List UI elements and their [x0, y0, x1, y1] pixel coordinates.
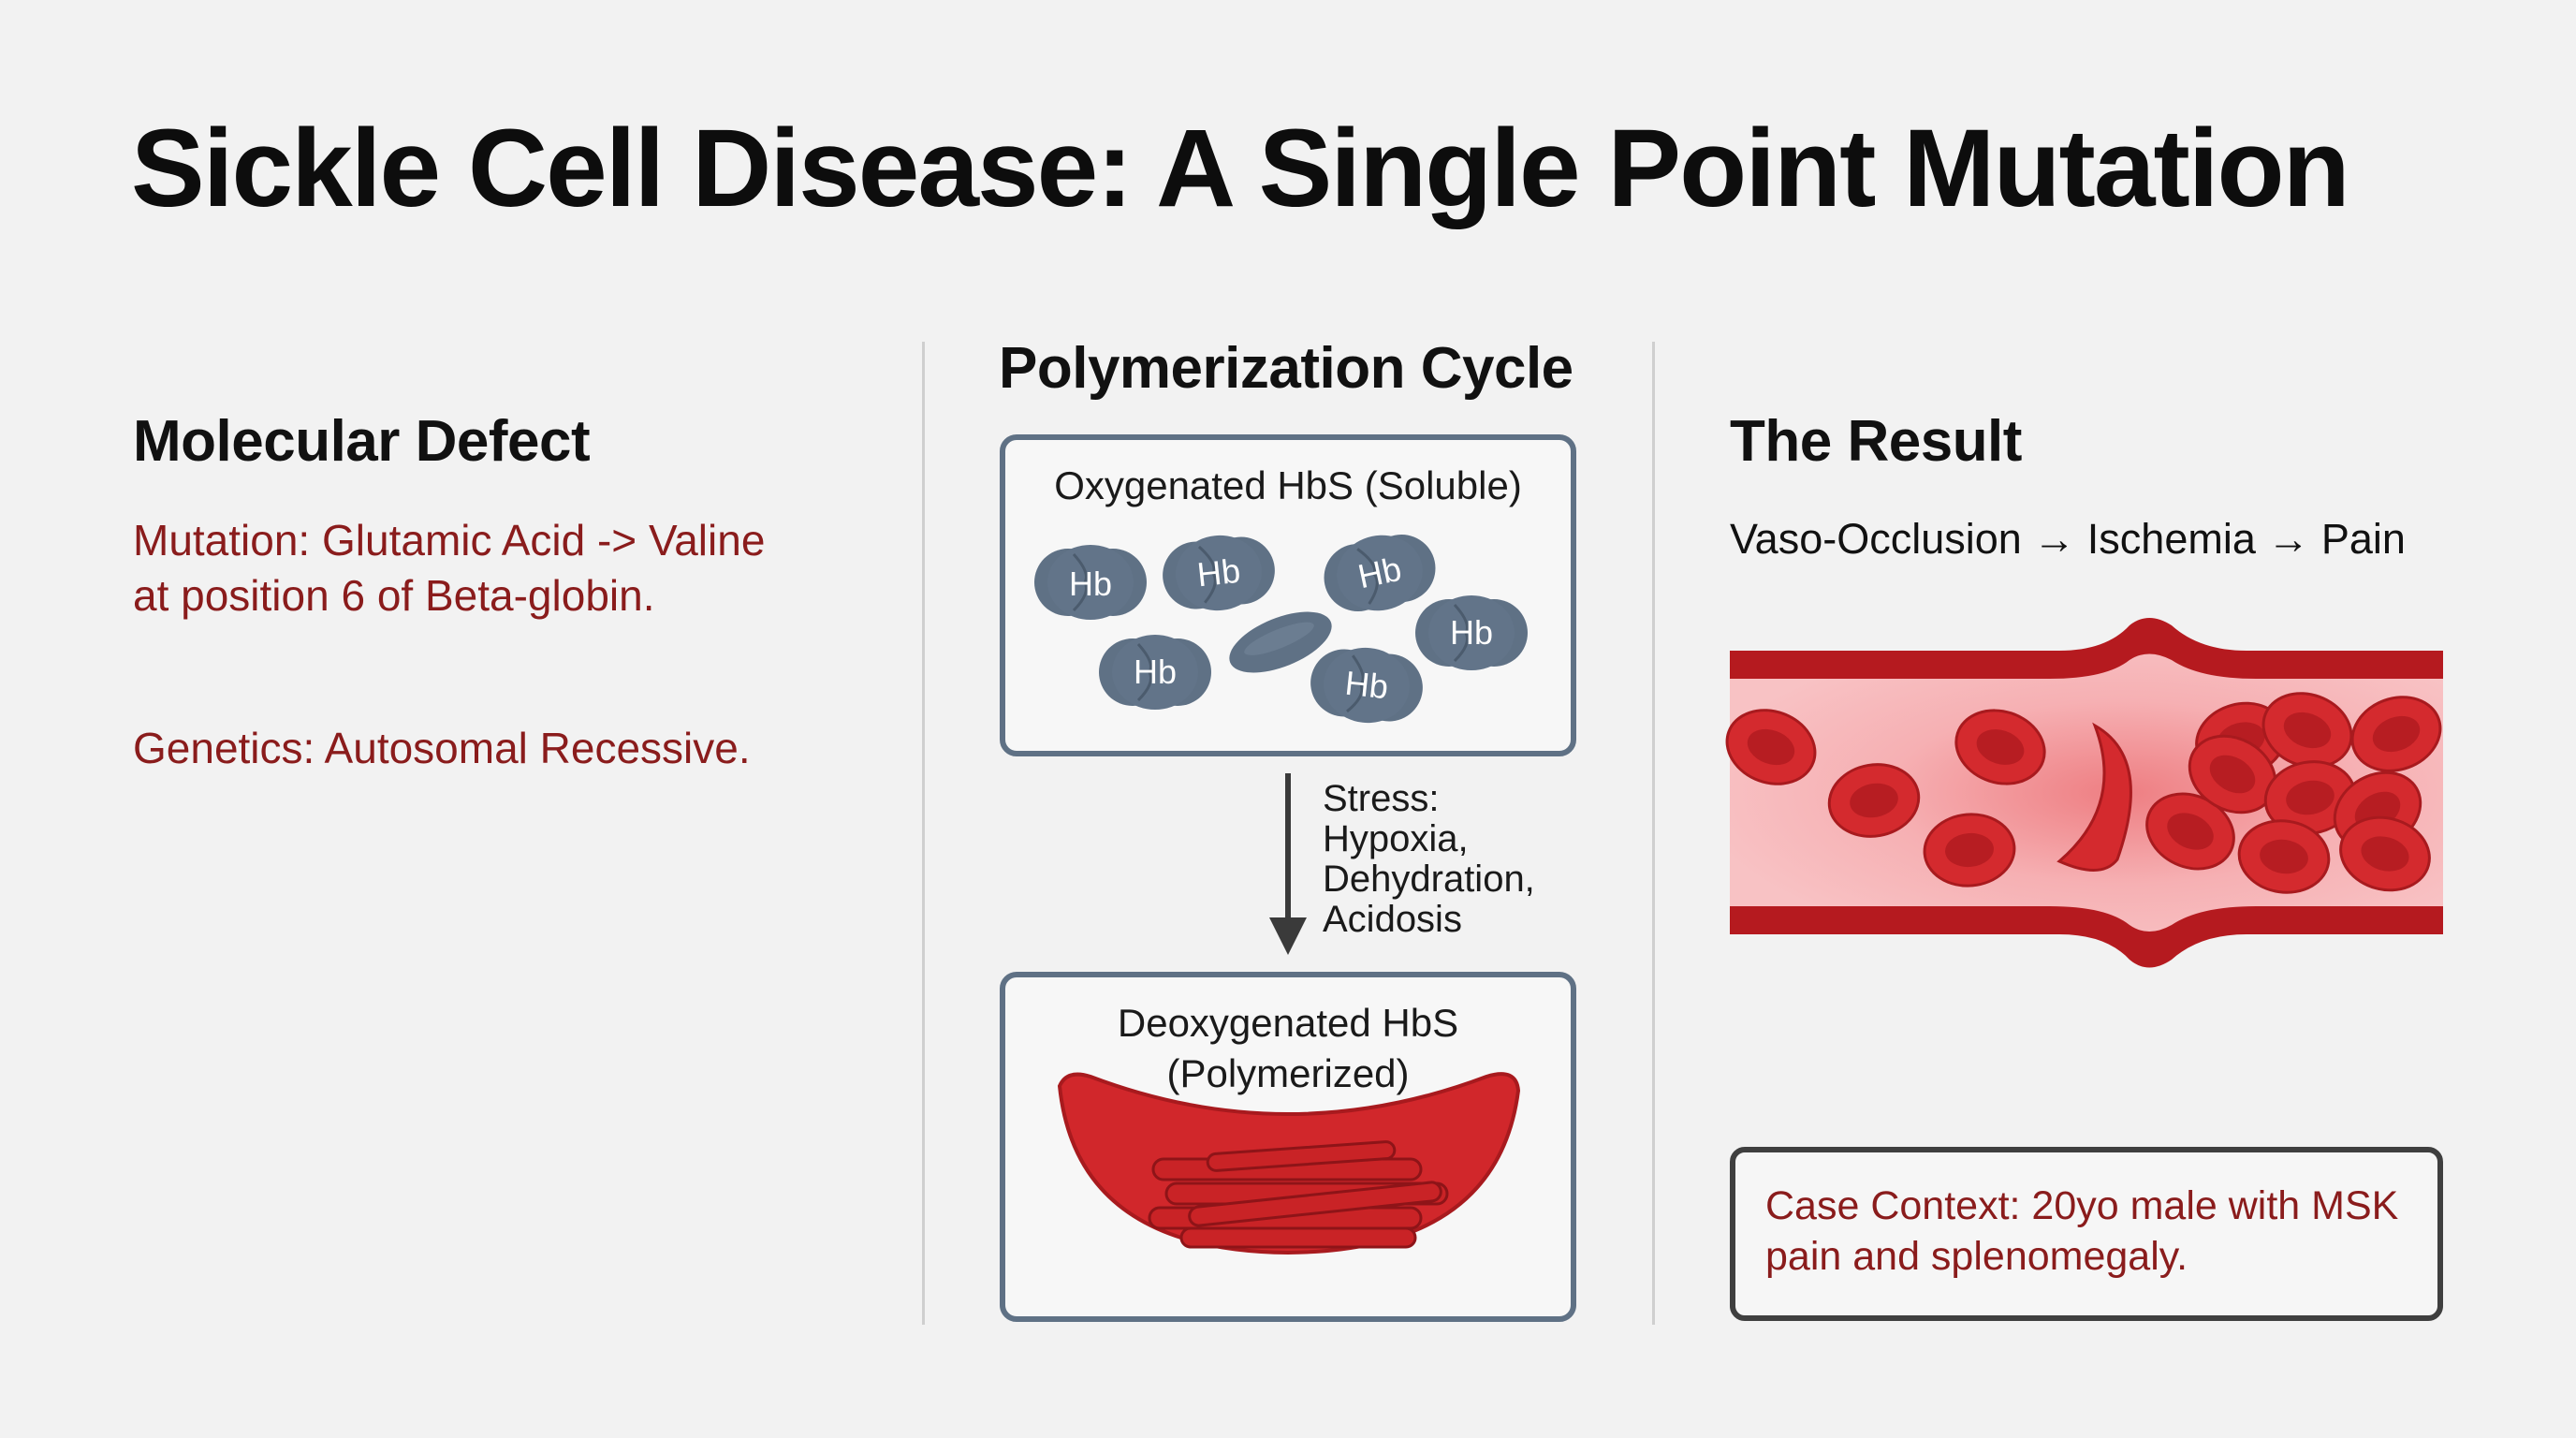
genetics-text: Genetics: Autosomal Recessive.: [133, 724, 751, 772]
hb-label-1: Hb: [1069, 565, 1112, 603]
stress-factors: Stress: Hypoxia, Dehydration, Acidosis: [1323, 779, 1603, 940]
sickled-rbc: [2056, 722, 2132, 872]
mutation-text: Mutation: Glutamic Acid -> Valine at pos…: [133, 516, 766, 620]
molecular-defect-heading: Molecular Defect: [133, 409, 591, 474]
hb-label-5: Hb: [1134, 653, 1177, 691]
hbs-elongated-molecule: [1229, 611, 1332, 673]
page-title: Sickle Cell Disease: A Single Point Muta…: [131, 107, 2350, 230]
oxygenated-hbs-box: Oxygenated HbS (Soluble): [1000, 434, 1576, 756]
stress-line-4: Acidosis: [1323, 899, 1462, 940]
hb-label-4: Hb: [1450, 613, 1493, 652]
hb-label-6: Hb: [1343, 664, 1390, 707]
polymerization-cycle-heading: Polymerization Cycle: [999, 336, 1573, 401]
the-result-heading: The Result: [1730, 409, 2022, 474]
deoxygenated-hbs-label-line-2: (Polymerized): [1166, 1051, 1410, 1095]
column-divider-right: [1652, 342, 1655, 1325]
stress-arrow-head: [1269, 917, 1307, 955]
deoxygenated-hbs-label-line-1: Deoxygenated HbS: [1117, 1001, 1459, 1045]
stress-line-1: Stress:: [1323, 778, 1440, 819]
column-divider-left: [922, 342, 925, 1325]
vessel-wall-bottom: [1730, 906, 2443, 968]
stress-line-2: Hypoxia,: [1323, 818, 1469, 859]
oxygenated-hbs-label: Oxygenated HbS (Soluble): [1054, 463, 1522, 507]
hbs-polymer-fibers: [1148, 1140, 1449, 1249]
hb-label-2: Hb: [1195, 551, 1242, 594]
vessel-wall-top: [1730, 618, 2443, 679]
stress-line-3: Dehydration,: [1323, 858, 1535, 900]
case-context-box: Case Context: 20yo male with MSK pain an…: [1730, 1147, 2443, 1321]
result-chain: Vaso-Occlusion → Ischemia → Pain: [1730, 515, 2406, 563]
hb-label-3: Hb: [1354, 550, 1405, 596]
